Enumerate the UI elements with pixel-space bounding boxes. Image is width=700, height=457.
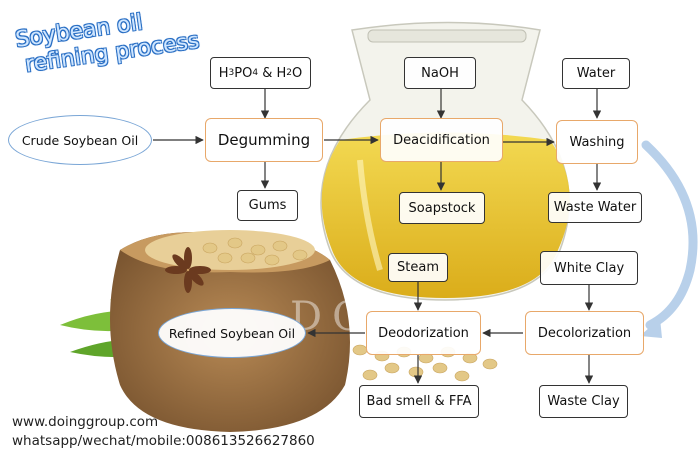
deodorization-step: Deodorization <box>366 311 481 355</box>
curved-transfer-arrowhead <box>640 318 662 338</box>
white-clay-label: White Clay <box>553 260 625 276</box>
deodorization-label: Deodorization <box>378 325 469 341</box>
waste-water-label: Waste Water <box>553 200 637 215</box>
water-input-box: Water <box>562 58 630 89</box>
refined-soybean-oil-node: Refined Soybean Oil <box>158 308 306 358</box>
steam-label: Steam <box>397 260 439 275</box>
degumming-step: Degumming <box>205 118 323 162</box>
washing-label: Washing <box>569 134 625 150</box>
soapstock-output-box: Soapstock <box>399 192 485 224</box>
bad-smell-label: Bad smell & FFA <box>366 394 472 409</box>
deacidification-step: Deacidification <box>380 118 503 162</box>
naoh-input-box: NaOH <box>404 57 476 89</box>
decolorization-label: Decolorization <box>537 325 632 341</box>
soapstock-label: Soapstock <box>408 200 476 216</box>
deacidification-label: Deacidification <box>393 132 490 148</box>
gums-output-box: Gums <box>237 190 298 221</box>
water-label: Water <box>576 66 616 81</box>
refined-label: Refined Soybean Oil <box>168 325 296 341</box>
washing-step: Washing <box>556 120 638 164</box>
waste-clay-output-box: Waste Clay <box>539 385 628 418</box>
waste-clay-label: Waste Clay <box>547 394 620 409</box>
website-text: www.doinggroup.com <box>12 414 159 430</box>
acid-text-o: O <box>292 65 303 81</box>
white-clay-input-box: White Clay <box>540 251 638 285</box>
acid-text-h: H <box>218 65 229 81</box>
acid-sub-4: 4 <box>252 68 259 78</box>
steam-input-box: Steam <box>388 253 448 282</box>
degumming-label: Degumming <box>217 131 311 149</box>
naoh-label: NaOH <box>421 65 459 81</box>
bad-smell-ffa-output-box: Bad smell & FFA <box>359 385 479 418</box>
acid-sub-2: 2 <box>286 68 292 78</box>
waste-water-output-box: Waste Water <box>548 192 642 223</box>
contact-phone-text: whatsapp/wechat/mobile:008613526627860 <box>12 433 315 449</box>
gums-label: Gums <box>248 198 287 213</box>
acid-text-po: PO <box>234 65 253 81</box>
curved-transfer-arrow <box>641 140 698 330</box>
acid-text-and-h: & H <box>258 65 287 81</box>
acid-sub-3: 3 <box>228 68 235 78</box>
crude-soybean-oil-node: Crude Soybean Oil <box>8 115 152 165</box>
crude-label: Crude Soybean Oil <box>21 132 139 148</box>
decolorization-step: Decolorization <box>525 311 644 355</box>
